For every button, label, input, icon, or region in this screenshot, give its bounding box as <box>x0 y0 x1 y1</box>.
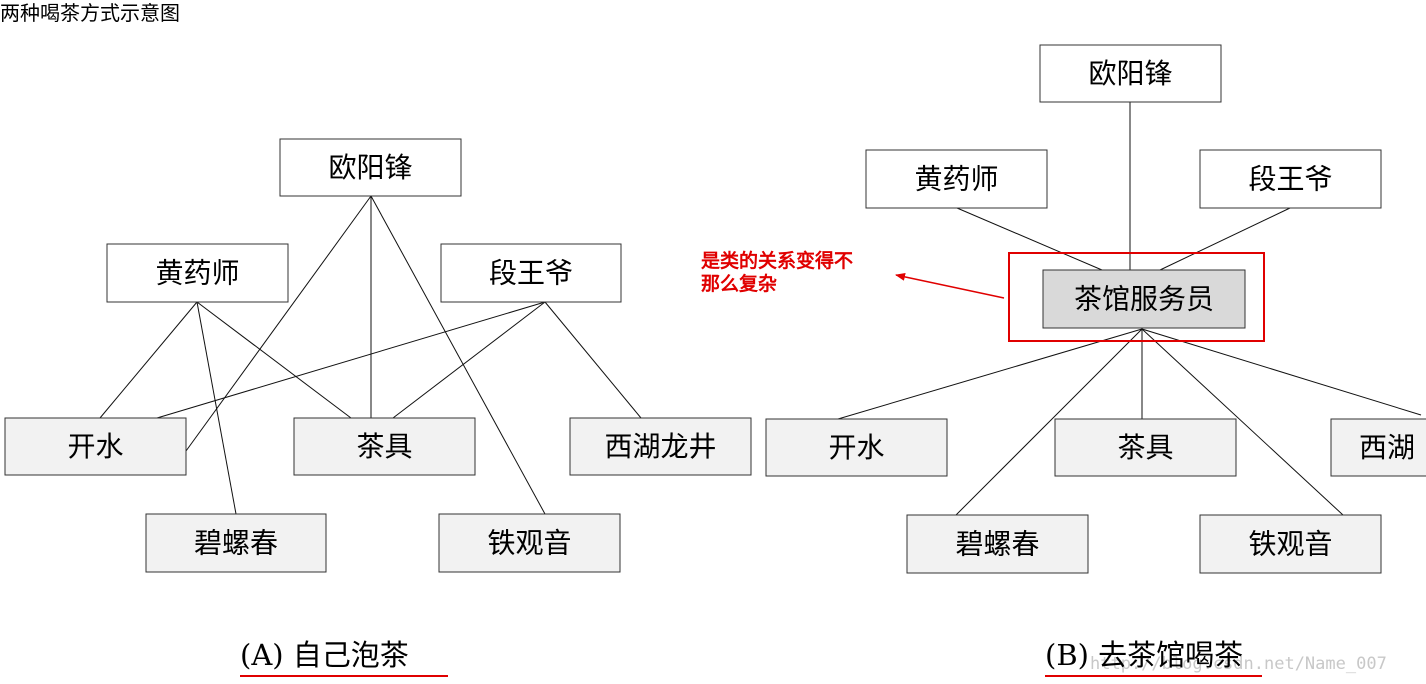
right-person-huangyaoshi: 黄药师 <box>865 149 1048 209</box>
annotation-line-1: 是类的关系变得不 <box>701 249 853 272</box>
left-item-tieguanyin: 铁观音 <box>438 513 621 573</box>
left-edges <box>99 195 642 515</box>
left-caption: (A) 自己泡茶 <box>240 638 409 672</box>
node-label: 茶馆服务员 <box>1074 283 1214 316</box>
edge-duan-server <box>1159 207 1291 271</box>
watermark: http://blog.csdn.net/Name_007 <box>1090 654 1387 674</box>
node-label: 茶具 <box>1117 431 1173 464</box>
node-box <box>865 149 1048 209</box>
node-label: 段王爷 <box>489 257 573 290</box>
edge-duan-kaishui <box>156 301 546 419</box>
right-server-chaguan-fuwuyuan: 茶馆服务员 <box>1042 269 1246 329</box>
node-label: 黄药师 <box>914 163 998 196</box>
node-label: 茶具 <box>356 430 412 463</box>
edge-duan-chaju <box>392 301 546 419</box>
page-title: 两种喝茶方式示意图 <box>0 1 180 25</box>
left-item-longjing: 西湖龙井 <box>569 417 752 476</box>
right-caption: (B) 去茶馆喝茶 <box>1045 638 1243 672</box>
left-item-biluochun: 碧螺春 <box>145 513 327 573</box>
edge-server-biluochun <box>955 328 1143 516</box>
annotation-line-2: 那么复杂 <box>701 272 777 295</box>
node-box <box>438 513 621 573</box>
node-label: 开水 <box>67 430 123 463</box>
node-box <box>1039 44 1222 103</box>
node-label: 碧螺春 <box>955 528 1039 561</box>
node-box <box>145 513 327 573</box>
node-label: 欧阳锋 <box>328 151 412 184</box>
node-label: 碧螺春 <box>194 527 278 560</box>
left-person-huangyaoshi: 黄药师 <box>106 243 289 303</box>
node-box <box>1054 418 1237 477</box>
node-box <box>569 417 752 476</box>
node-box <box>106 243 289 303</box>
node-box <box>1042 269 1246 329</box>
node-box <box>1330 418 1426 477</box>
right-person-duanwangye: 段王爷 <box>1199 149 1382 209</box>
node-label: 西湖 <box>1359 431 1415 464</box>
annotation-arrow <box>895 272 1005 299</box>
server-highlight-frame <box>1008 252 1265 342</box>
edge-server-xihu <box>1141 328 1422 416</box>
edge-ouyang-tieguanyin <box>370 195 546 515</box>
right-person-ouyangfeng: 欧阳锋 <box>1039 44 1222 103</box>
node-label: 西湖龙井 <box>604 430 716 463</box>
edge-server-tieguanyin <box>1141 328 1344 516</box>
node-box <box>1199 514 1382 574</box>
left-person-duanwangye: 段王爷 <box>440 243 622 303</box>
node-label: 欧阳锋 <box>1088 57 1172 90</box>
node-label: 铁观音 <box>487 527 571 560</box>
edge-huang-chaju <box>196 301 352 419</box>
node-box <box>1199 149 1382 209</box>
right-item-tieguanyin: 铁观音 <box>1199 514 1382 574</box>
left-item-kaishui: 开水 <box>4 417 187 476</box>
right-item-biluochun: 碧螺春 <box>906 514 1089 574</box>
right-item-xihu: 西湖 <box>1330 418 1426 477</box>
edge-server-kaishui <box>837 328 1143 420</box>
node-label: 铁观音 <box>1248 528 1332 561</box>
node-label: 黄药师 <box>155 257 239 290</box>
node-box <box>906 514 1089 574</box>
node-box <box>293 417 476 476</box>
node-box <box>4 417 187 476</box>
node-box <box>279 138 462 197</box>
right-item-kaishui: 开水 <box>765 418 948 477</box>
edge-huang-kaishui <box>99 301 198 419</box>
left-person-ouyangfeng: 欧阳锋 <box>279 138 462 197</box>
right-edges <box>837 102 1422 516</box>
node-box <box>765 418 948 477</box>
edge-duan-longjing <box>544 301 642 419</box>
edge-huang-biluochun <box>196 301 237 515</box>
node-label: 段王爷 <box>1248 163 1332 196</box>
node-label: 开水 <box>828 431 884 464</box>
left-item-chaju: 茶具 <box>293 417 476 476</box>
node-box <box>440 243 622 303</box>
right-item-chaju: 茶具 <box>1054 418 1237 477</box>
edge-huang-server <box>956 207 1103 271</box>
